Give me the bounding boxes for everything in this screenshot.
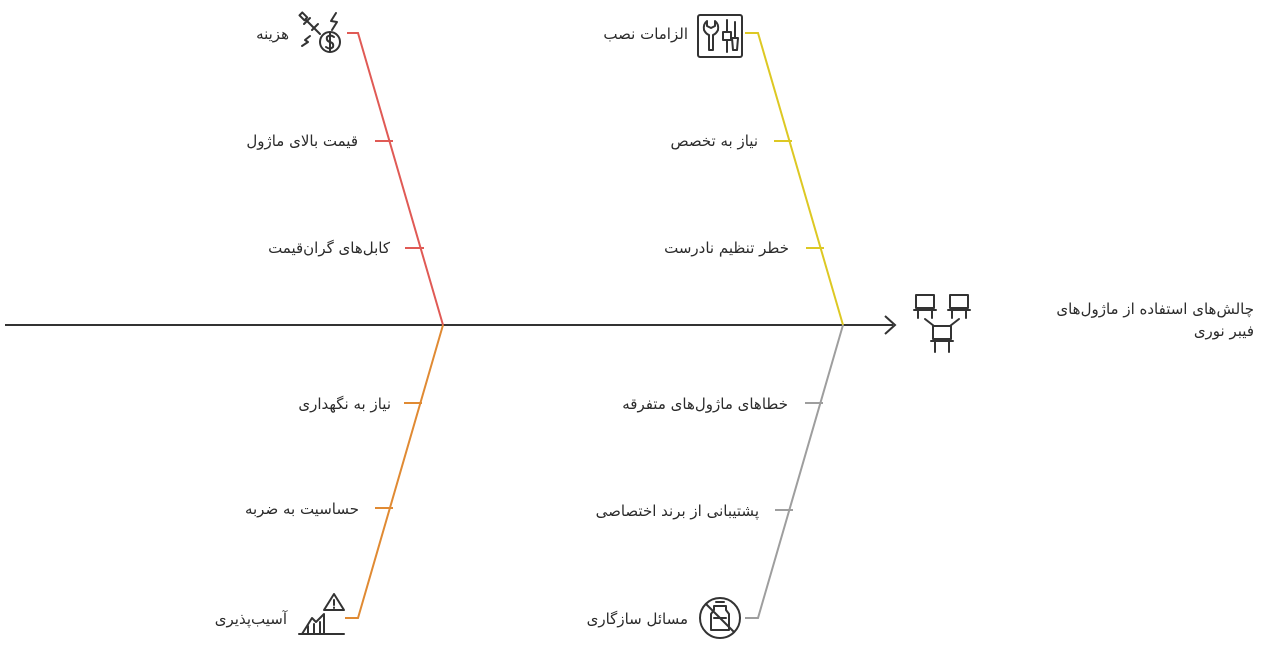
cause-label-vulnerability-1: نیاز به نگهداری — [298, 395, 391, 413]
installation-bone — [745, 32, 844, 326]
network-computers-icon — [913, 294, 971, 353]
effect-label-line-2: فیبر نوری — [1193, 322, 1254, 340]
cause-label-cost-2: کابل‌های گران‌قیمت — [268, 239, 390, 257]
vulnerability-bone — [345, 324, 444, 619]
category-title-vulnerability: آسیب‌پذیری — [214, 610, 287, 628]
compatibility-bone — [745, 324, 844, 619]
incompatible-bottle-icon — [699, 597, 741, 639]
category-title-installation: الزامات نصب — [603, 25, 688, 43]
cost-bone — [347, 32, 444, 326]
cause-label-compatibility-2: پشتیبانی از برند اختصاصی — [595, 502, 759, 520]
effect-label-line-1: چالش‌های استفاده از ماژول‌های — [1056, 300, 1254, 318]
cause-label-installation-1: نیاز به تخصص — [670, 132, 758, 150]
cause-label-compatibility-1: خطاهای ماژول‌های متفرقه — [622, 395, 788, 413]
category-title-cost: هزینه — [256, 25, 289, 43]
installation-tools-icon — [697, 14, 743, 58]
cause-label-installation-2: خطر تنظیم نادرست — [664, 239, 789, 257]
cost-tools-icon — [298, 11, 341, 53]
cause-label-vulnerability-2: حساسیت به ضربه — [244, 500, 359, 518]
effect-label: چالش‌های استفاده از ماژول‌های فیبر نوری — [992, 298, 1254, 342]
category-title-compatibility: مسائل سازگاری — [586, 610, 688, 628]
spine-arrowhead — [884, 315, 897, 335]
warning-hazard-icon — [298, 593, 345, 635]
cause-label-cost-1: قیمت بالای ماژول — [246, 132, 358, 150]
